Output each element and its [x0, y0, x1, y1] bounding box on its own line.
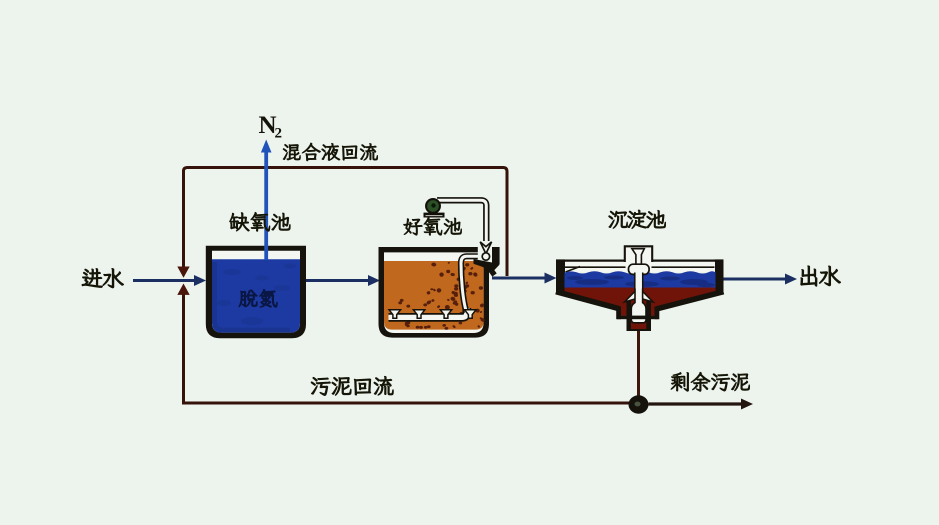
svg-text:2: 2	[275, 126, 283, 142]
svg-text:N: N	[259, 112, 277, 139]
